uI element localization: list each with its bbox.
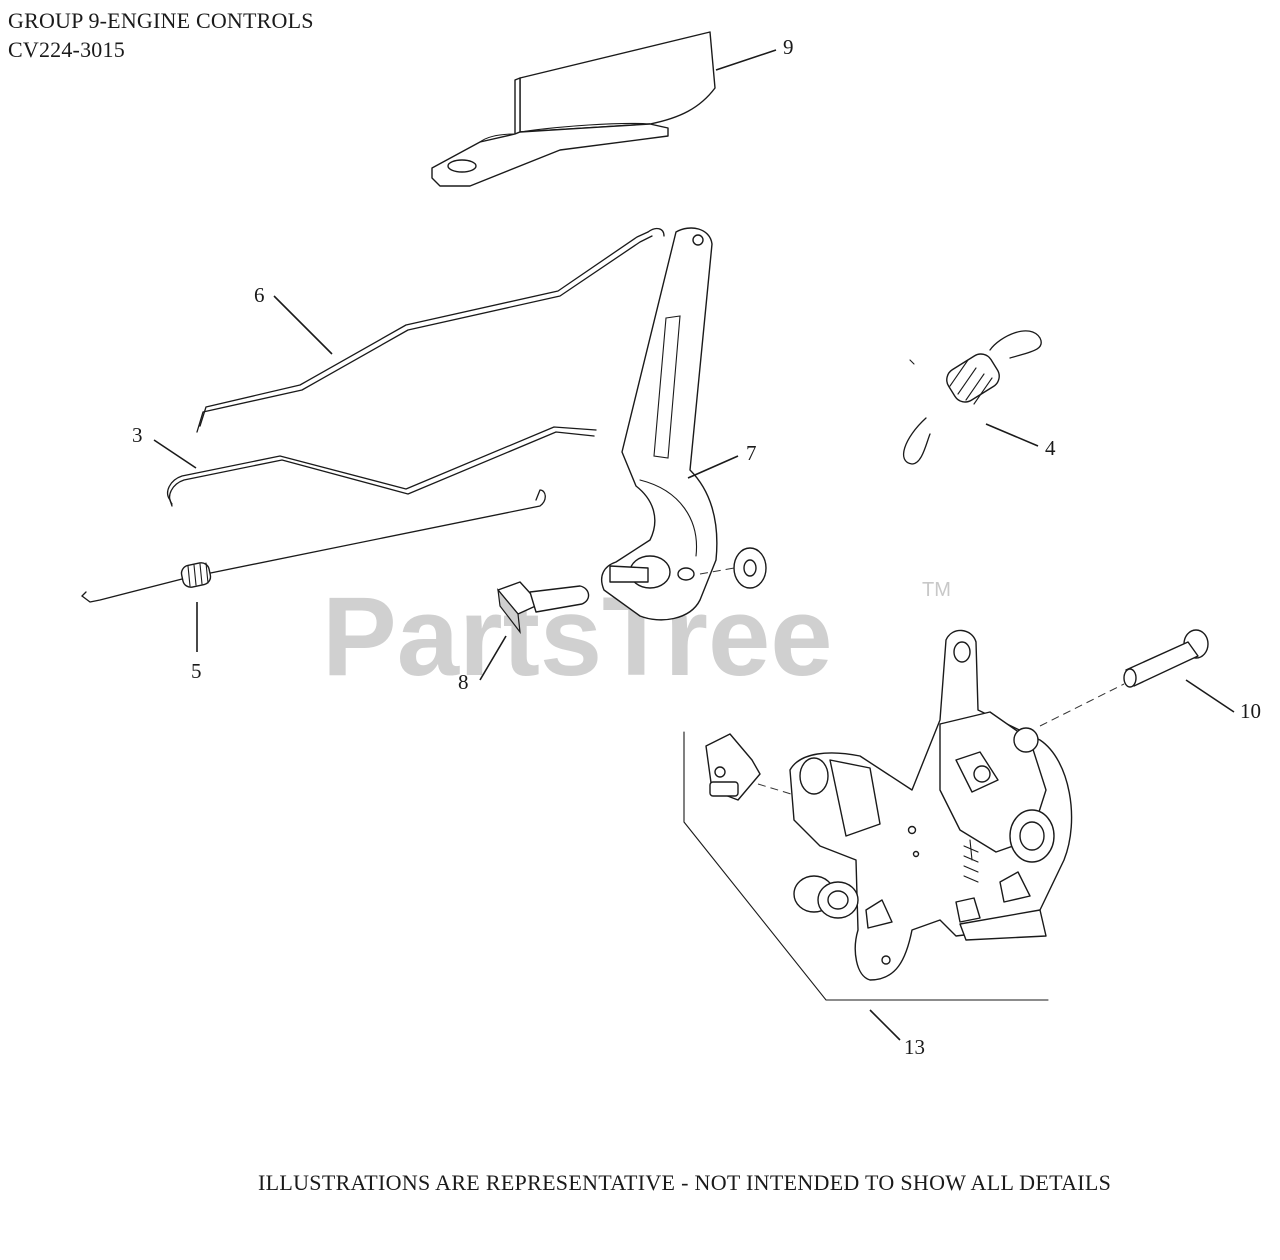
model-code: CV224-3015	[8, 37, 125, 62]
part-13-control-bracket-assembly[interactable]	[683, 629, 1073, 1001]
callout-3[interactable]: 3	[132, 423, 143, 447]
watermark-trademark: TM	[922, 579, 951, 601]
part-7-control-lever[interactable]	[600, 227, 718, 621]
callout-13[interactable]: 13	[904, 1035, 925, 1059]
part-8-pin[interactable]	[497, 581, 590, 635]
part-9-control-plate[interactable]	[431, 31, 716, 187]
callout-5[interactable]: 5	[191, 659, 202, 683]
part-4-extension-spring[interactable]	[902, 330, 1042, 465]
callout-4[interactable]: 4	[1045, 436, 1056, 460]
part-5-spring-wire[interactable]	[81, 489, 546, 603]
disclaimer-note: ILLUSTRATIONS ARE REPRESENTATIVE - NOT I…	[258, 1170, 1112, 1195]
leader-9	[715, 49, 777, 71]
callout-6[interactable]: 6	[254, 283, 265, 307]
leader-13	[869, 1009, 901, 1041]
group-title: GROUP 9-ENGINE CONTROLS	[8, 8, 314, 33]
leader-6	[273, 295, 333, 355]
part-3-choke-rod[interactable]	[167, 426, 597, 507]
callout-8[interactable]: 8	[458, 670, 469, 694]
leader-10	[1185, 679, 1235, 713]
part-10-bolt[interactable]	[1039, 629, 1209, 727]
part-washer[interactable]	[699, 547, 767, 589]
leader-8	[479, 635, 507, 681]
callout-10[interactable]: 10	[1240, 699, 1261, 723]
callout-9[interactable]: 9	[783, 35, 794, 59]
leader-4	[985, 423, 1039, 447]
callout-7[interactable]: 7	[746, 441, 757, 465]
part-6-throttle-rod[interactable]	[196, 227, 665, 433]
leader-7	[687, 455, 739, 479]
leader-3	[153, 439, 197, 469]
